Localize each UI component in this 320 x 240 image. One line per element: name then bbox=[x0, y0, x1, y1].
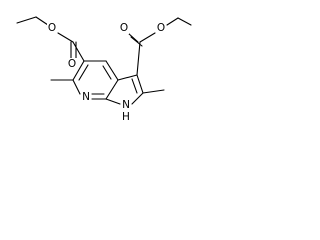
bond-c5-c6 bbox=[72, 60, 85, 81]
bond-c3-c2 bbox=[136, 74, 144, 94]
atom-o-ester5-ether: O bbox=[48, 22, 56, 34]
bond-o-ethyl-ch2 bbox=[35, 16, 49, 26]
molecule-structure-drawing: O O O O N N H bbox=[16, 16, 192, 123]
bond-lines bbox=[16, 16, 192, 105]
bond-carbonyl-o-double-right-a bbox=[127, 32, 139, 43]
bond-c5-carbonyl bbox=[72, 41, 85, 62]
bond-carbonyl-o-double-right-b bbox=[130, 36, 143, 47]
bond-carbonyl-o-ether-right bbox=[139, 32, 156, 43]
bond-c3a-c4-double bbox=[102, 65, 112, 80]
bond-c2-methyl bbox=[142, 89, 165, 94]
bond-o-ethyl-ch2-right bbox=[166, 17, 179, 26]
bond-c7a-c3a bbox=[105, 79, 119, 100]
bond-carbonyl-o-ether bbox=[57, 32, 74, 43]
atom-h1: H bbox=[122, 111, 130, 123]
bond-n1-c7a bbox=[105, 98, 121, 105]
atom-o-ester3-ether: O bbox=[157, 22, 165, 34]
atom-o-ester5-carbonyl: O bbox=[68, 58, 76, 70]
atom-n7: N bbox=[82, 91, 90, 103]
bond-c3a-c4 bbox=[105, 60, 119, 81]
atom-o-ester3-carbonyl: O bbox=[120, 22, 128, 34]
bond-ethyl-ch2-ch3-right bbox=[177, 17, 192, 26]
bond-c6-n7 bbox=[72, 79, 81, 95]
bond-c2-n1 bbox=[131, 92, 144, 105]
atom-labels: O O O O N N H bbox=[47, 22, 166, 123]
atom-n1: N bbox=[122, 99, 130, 111]
bond-c3-c2-double bbox=[131, 78, 138, 94]
bond-c6-c5-double bbox=[78, 64, 89, 81]
bond-c3-carbonyl bbox=[136, 41, 141, 76]
bond-c3a-c3 bbox=[117, 74, 138, 81]
bond-ethyl-ch2-ch3 bbox=[16, 16, 37, 24]
